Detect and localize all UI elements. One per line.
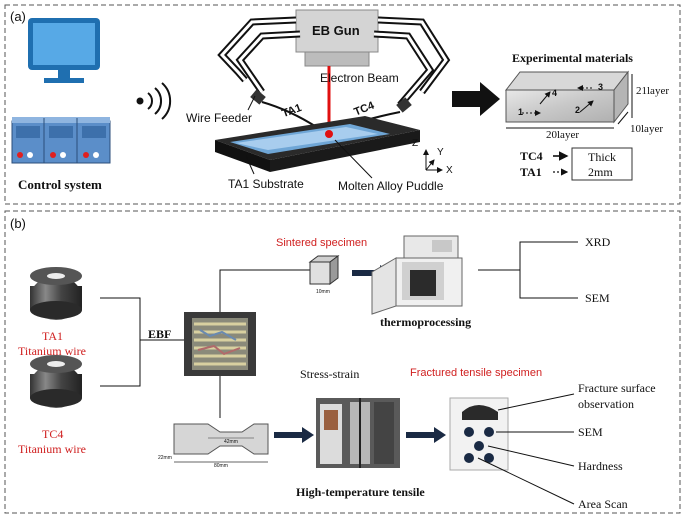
axis-z-label: Z — [412, 138, 419, 149]
test-observation: observation — [578, 397, 634, 411]
substrate-pointer — [245, 155, 255, 175]
ta1-wire-type: Titanium wire — [18, 344, 86, 358]
thickness-box — [571, 147, 633, 181]
control-system-label: Control system — [18, 177, 102, 192]
tensile-specimen — [173, 423, 269, 463]
axis-x-label: X — [446, 165, 453, 176]
wireless-signal-icon — [136, 82, 172, 120]
thick-label: Thick — [588, 150, 616, 164]
tensile-thickness-label: 22mm — [158, 455, 172, 461]
electron-beam-label: Electron Beam — [320, 71, 399, 85]
panel-b-label: (b) — [10, 216, 26, 231]
eb-gun-apparatus — [217, 9, 451, 132]
test-pointers — [477, 393, 575, 505]
ta1-wire-name: TA1 — [42, 329, 64, 343]
test-area-scan: Area Scan — [578, 497, 628, 511]
ebf-label: EBF — [148, 327, 172, 341]
panel-a-label: (a) — [10, 9, 26, 24]
ta1-spool-icon — [30, 267, 82, 320]
test-fracture-surface: Fracture surface — [578, 381, 656, 395]
sample-number-1: 1 — [518, 107, 524, 117]
control-cabinet-icon — [11, 117, 111, 164]
panel-b-frame — [4, 210, 681, 514]
cube-dimension-label: 10mm — [316, 289, 330, 295]
stress-strain-label: Stress-strain — [300, 367, 360, 381]
sem-top-label: SEM — [585, 291, 610, 305]
height-layers-label: 21layer — [636, 85, 669, 97]
eb-gun-label: EB Gun — [312, 23, 360, 38]
arrow-to-tensile-machine — [274, 427, 314, 443]
test-hardness: Hardness — [578, 459, 623, 473]
tc4-spool-icon — [30, 355, 82, 408]
experimental-materials-title: Experimental materials — [512, 51, 633, 65]
tensile-gauge-label: 42mm — [224, 439, 238, 445]
sample-number-3: 3 — [598, 82, 604, 92]
panel-a-frame — [4, 4, 681, 205]
sample-number-4: 4 — [552, 88, 558, 98]
molten-puddle-label: Molten Alloy Puddle — [338, 179, 444, 193]
big-right-arrow — [452, 82, 500, 116]
tensile-machine-photo — [316, 398, 400, 468]
sintered-specimen-label: Sintered specimen — [276, 237, 368, 249]
fractured-specimen-label: Fractured tensile specimen — [410, 367, 543, 379]
wire-feeder-label: Wire Feeder — [186, 111, 253, 125]
coordinate-axes — [423, 149, 443, 173]
thick-value: 2mm — [588, 165, 613, 179]
width-layers-label: 10layer — [630, 123, 663, 135]
test-sem: SEM — [578, 425, 603, 439]
arrow-to-fractured — [406, 427, 446, 443]
tc4-wire-type: Titanium wire — [18, 442, 86, 456]
experimental-block — [504, 70, 633, 129]
monitor-icon — [28, 18, 100, 83]
substrate-label: TA1 Substrate — [228, 177, 304, 191]
substrate-plate — [215, 116, 420, 172]
analysis-bracket — [478, 241, 578, 299]
ebf-bracket — [100, 269, 312, 418]
legend-tc4-label: TC4 — [520, 149, 543, 163]
thermoprocessing-label: thermoprocessing — [380, 315, 472, 329]
axis-y-label: Y — [437, 147, 444, 158]
tc4-wire-name: TC4 — [42, 427, 64, 441]
legend-ta1-label: TA1 — [520, 165, 542, 179]
fractured-specimen-photo — [449, 397, 509, 471]
wire-feeder-pointer — [247, 95, 256, 111]
sintered-cube — [308, 255, 340, 285]
high-temp-tensile-label: High-temperature tensile — [296, 485, 425, 499]
puddle-pointer — [334, 139, 373, 179]
ebf-deposit-photo — [184, 312, 256, 376]
length-layers-label: 20layer — [546, 129, 579, 141]
sample-number-2: 2 — [575, 105, 581, 115]
furnace-icon — [371, 235, 463, 315]
xrd-label: XRD — [585, 235, 611, 249]
tensile-length-label: 80mm — [214, 463, 228, 469]
